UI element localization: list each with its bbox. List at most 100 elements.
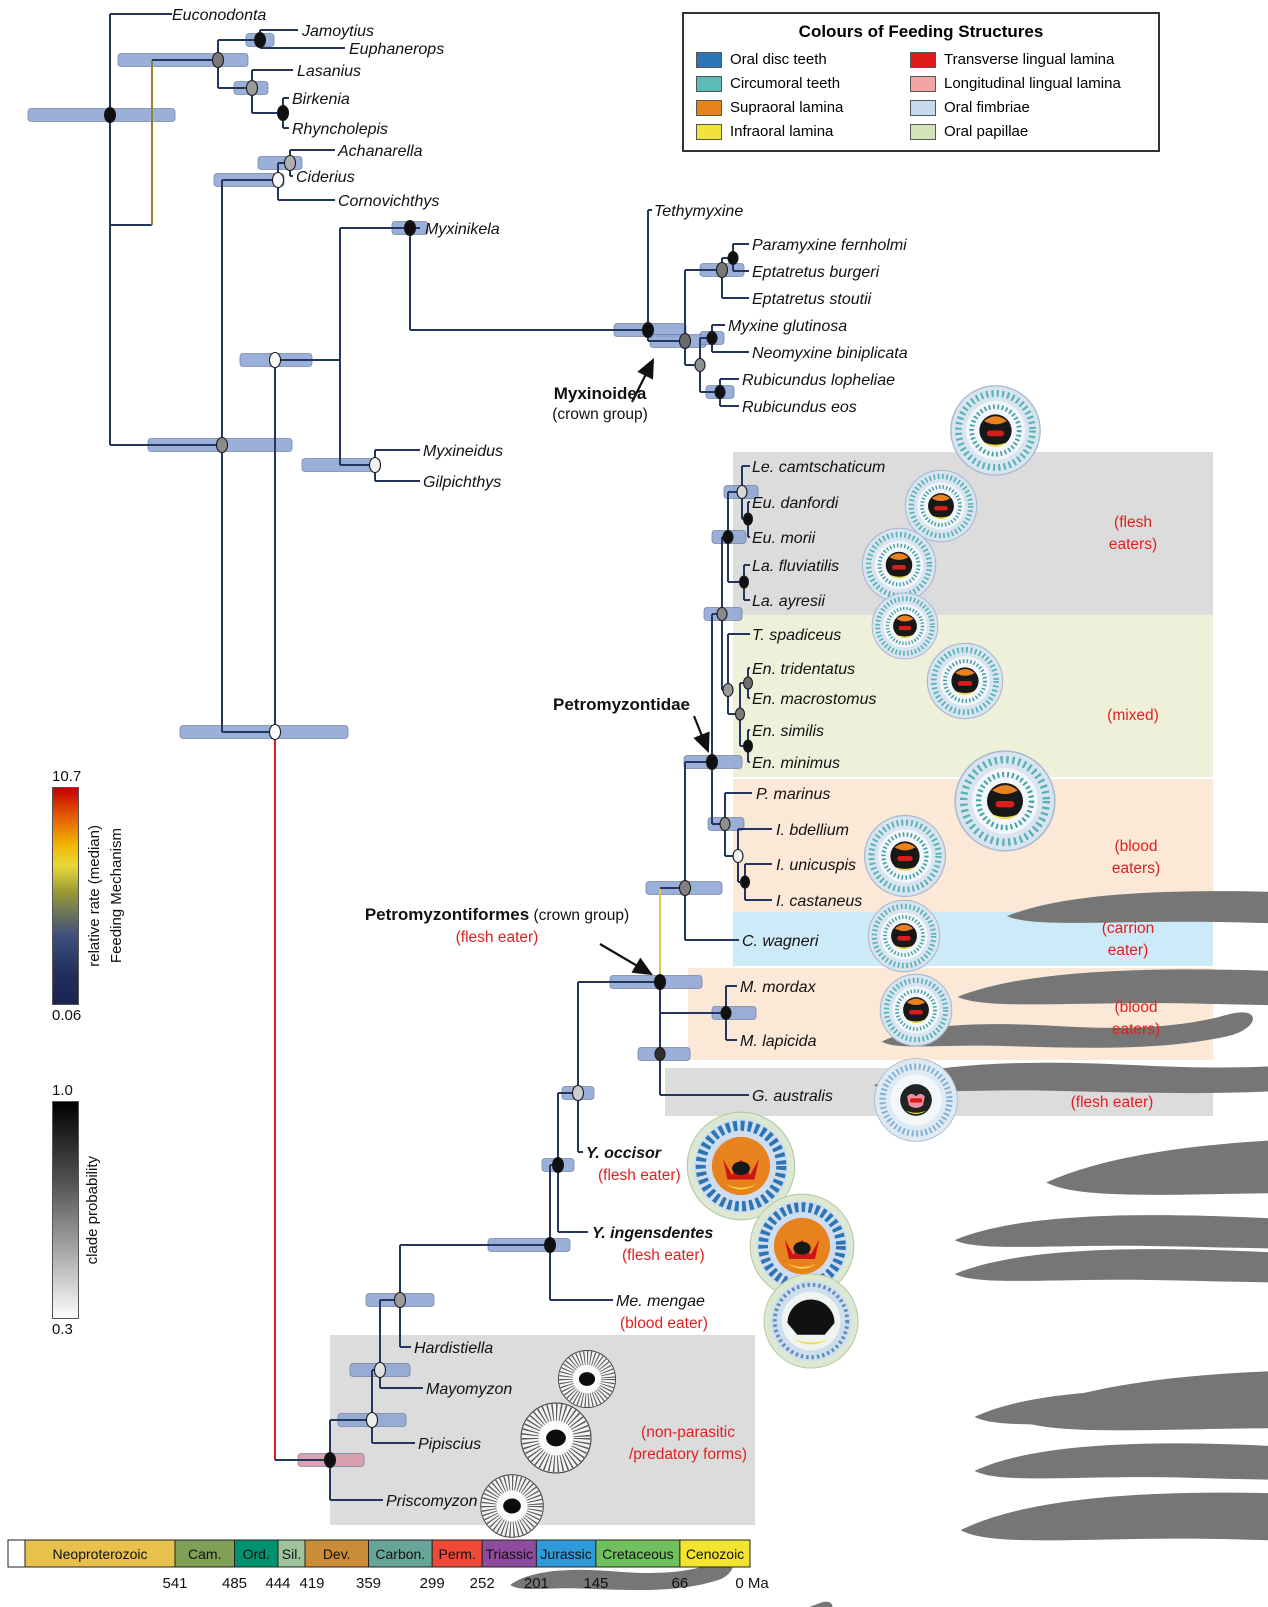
time-tick: 252 bbox=[470, 1575, 495, 1592]
tip-label: Rubicundus eos bbox=[742, 399, 857, 416]
period-label: Dev. bbox=[323, 1546, 351, 1562]
period-cell bbox=[535, 1539, 597, 1568]
tip-label: Myxinikela bbox=[425, 221, 500, 238]
legend-item: Oral disc teeth bbox=[696, 51, 896, 68]
rate-scale-max: 10.7 bbox=[52, 768, 82, 785]
color-swatch-icon bbox=[910, 99, 936, 116]
color-swatch-icon bbox=[696, 99, 722, 116]
period-label: Carbon. bbox=[375, 1546, 425, 1562]
tip-label: Eu. danfordi bbox=[752, 495, 839, 512]
tip-label: Rubicundus lopheliae bbox=[742, 372, 895, 389]
oral-disc bbox=[927, 643, 1002, 718]
clade-label-petromyzontiformes: Petromyzontiformes (crown group) bbox=[365, 905, 629, 924]
tip-label: Mayomyzon bbox=[426, 1381, 512, 1398]
tip-label: Priscomyzon bbox=[386, 1493, 478, 1510]
period-label: Jurassic bbox=[540, 1546, 591, 1562]
tip-label: Jamoytius bbox=[301, 23, 374, 40]
clade-sublabel-myxinoidea: (crown group) bbox=[552, 406, 648, 423]
oral-disc bbox=[951, 386, 1040, 475]
tip-label: C. wagneri bbox=[742, 933, 819, 950]
legend-item-label: Supraoral lamina bbox=[730, 99, 844, 116]
diet-annotation: (blood bbox=[1114, 838, 1157, 855]
period-label: Neoproterozoic bbox=[53, 1546, 148, 1562]
time-tick: 541 bbox=[162, 1575, 187, 1592]
oral-disc bbox=[865, 816, 946, 897]
legend-grid: Oral disc teeth Circumoral teeth Supraor… bbox=[696, 51, 1146, 140]
legend-item: Longitudinal lingual lamina bbox=[910, 75, 1121, 92]
tip-label: Birkenia bbox=[292, 91, 350, 108]
diet-annotation: (carrion bbox=[1102, 920, 1155, 937]
clade-diet-petromyzontiformes: (flesh eater) bbox=[456, 929, 539, 946]
period-label: Ord. bbox=[243, 1546, 270, 1562]
tip-label: I. unicuspis bbox=[776, 857, 856, 874]
tip-label: Eu. morii bbox=[752, 530, 816, 547]
tip-label: M. mordax bbox=[740, 979, 817, 996]
clade-probability-scale: 1.0 0.3 clade probability bbox=[52, 1080, 101, 1340]
period-cell bbox=[368, 1539, 433, 1568]
rate-scale-sublabel: Feeding Mechanism bbox=[108, 828, 126, 964]
time-tick: 201 bbox=[524, 1575, 549, 1592]
tip-label: Euconodonta bbox=[172, 7, 266, 24]
rate-scale: 10.7 0.06 relative rate (median) Feeding… bbox=[52, 766, 126, 1026]
tip-diet-label: (flesh eater) bbox=[598, 1167, 681, 1184]
period-label: Perm. bbox=[439, 1546, 476, 1562]
tip-label: G. australis bbox=[752, 1088, 833, 1105]
period-cell bbox=[234, 1539, 279, 1568]
color-swatch-icon bbox=[696, 75, 722, 92]
oral-disc bbox=[862, 528, 935, 601]
period-cell bbox=[481, 1539, 537, 1568]
oral-disc bbox=[762, 1272, 860, 1370]
legend-item: Circumoral teeth bbox=[696, 75, 896, 92]
tip-label: I. castaneus bbox=[776, 893, 862, 910]
tip-label: Y. occisor bbox=[586, 1145, 662, 1162]
tip-label: Gilpichthys bbox=[423, 474, 501, 491]
color-swatch-icon bbox=[696, 123, 722, 140]
diet-annotation: (non-parasitic bbox=[641, 1424, 735, 1441]
clade-labels: Myxinoidea (crown group) Petromyzontidae… bbox=[365, 358, 710, 976]
legend-item: Transverse lingual lamina bbox=[910, 51, 1121, 68]
period-label: Cretaceous bbox=[602, 1546, 674, 1562]
legend-item-label: Transverse lingual lamina bbox=[944, 51, 1115, 68]
legend-item-label: Circumoral teeth bbox=[730, 75, 841, 92]
body-silhouette bbox=[1046, 1107, 1268, 1199]
clade-label-petromyzontidae: Petromyzontidae bbox=[553, 695, 690, 714]
tip-diet-label: (flesh eater) bbox=[622, 1247, 705, 1264]
color-swatch-icon bbox=[910, 51, 936, 68]
tip-label: Neomyxine biniplicata bbox=[752, 345, 908, 362]
tip-label: Ciderius bbox=[296, 169, 355, 186]
time-tick: 0 Ma bbox=[735, 1575, 769, 1592]
oral-disc bbox=[521, 1403, 591, 1473]
legend-item-label: Infraoral lamina bbox=[730, 123, 834, 140]
legend-title: Colours of Feeding Structures bbox=[798, 22, 1044, 41]
clade-scale-min: 0.3 bbox=[52, 1321, 73, 1338]
rate-gradient-bar bbox=[52, 787, 79, 1005]
tip-label: En. macrostomus bbox=[752, 691, 876, 708]
tip-label: Lasanius bbox=[297, 63, 361, 80]
oral-disc bbox=[905, 470, 976, 541]
color-swatch-icon bbox=[910, 75, 936, 92]
tip-label: Me. mengae bbox=[616, 1293, 705, 1310]
time-tick: 299 bbox=[420, 1575, 445, 1592]
body-silhouette bbox=[954, 1198, 1268, 1249]
legend-item: Oral fimbriae bbox=[910, 99, 1121, 116]
tip-label: Myxine glutinosa bbox=[728, 318, 847, 335]
tip-label: Cornovichthys bbox=[338, 193, 439, 210]
petromyzontidae-arrow bbox=[692, 715, 710, 754]
tip-label: Hardistiella bbox=[414, 1340, 493, 1357]
diet-annotation: eaters) bbox=[1112, 1021, 1160, 1038]
node-circles bbox=[103, 31, 754, 1469]
legend-item: Supraoral lamina bbox=[696, 99, 896, 116]
diet-band bbox=[733, 452, 1213, 615]
tip-label: Le. camtschaticum bbox=[752, 459, 885, 476]
diet-annotation: (mixed) bbox=[1107, 707, 1159, 724]
diet-annotation: eaters) bbox=[1109, 536, 1157, 553]
tip-label: En. minimus bbox=[752, 755, 840, 772]
period-cell bbox=[7, 1539, 26, 1568]
oral-disc bbox=[955, 751, 1055, 851]
petromyzontiformes-arrow bbox=[599, 943, 653, 976]
legend-item: Infraoral lamina bbox=[696, 123, 896, 140]
tip-label: Rhyncholepis bbox=[292, 121, 388, 138]
period-label: Cam. bbox=[188, 1546, 221, 1562]
